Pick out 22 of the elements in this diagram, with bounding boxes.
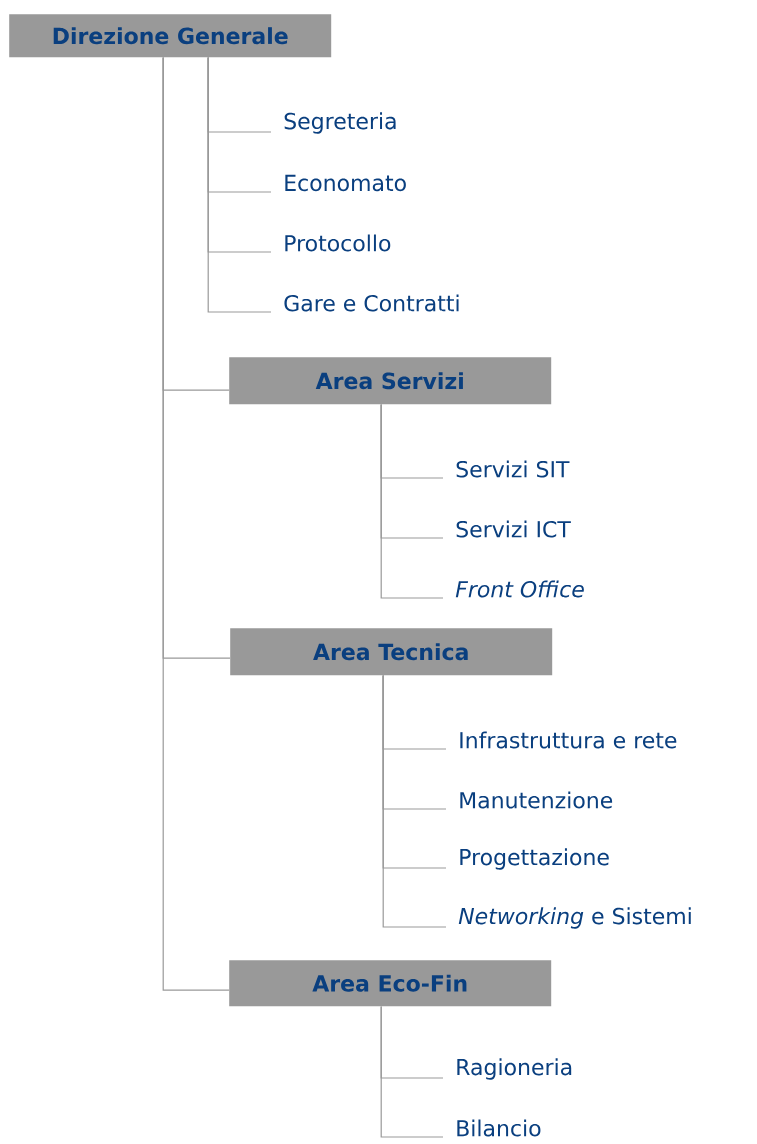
unit-label: Servizi ICT [456,520,571,538]
header-box: Area Tecnica [230,628,553,676]
connector-line [380,403,444,599]
unit-label: Ragioneria [457,1058,572,1080]
unit-label: Segreteria [284,112,396,134]
unit-label: Servizi SIT [456,460,570,478]
connector-line [162,56,230,991]
connector-line [382,674,447,928]
unit-label: Manutenzione [460,791,613,809]
unit-label: Networking e Sistemi [458,907,691,929]
unit-label: Bilancio [457,1119,541,1137]
unit-label: Front Office [455,580,584,598]
header-box: Area Eco-Fin [229,960,552,1007]
header-box: Direzione Generale [9,14,332,58]
unit-label: Gare e Contratti [284,294,459,312]
header-box: Area Servizi [229,357,552,405]
connector-line [207,56,272,313]
unit-label: Progettazione [460,848,609,870]
unit-label: Economato [285,174,406,192]
connector-line [380,1005,444,1138]
unit-label: Infrastruttura e rete [460,731,677,749]
unit-label: Protocollo [285,234,391,252]
